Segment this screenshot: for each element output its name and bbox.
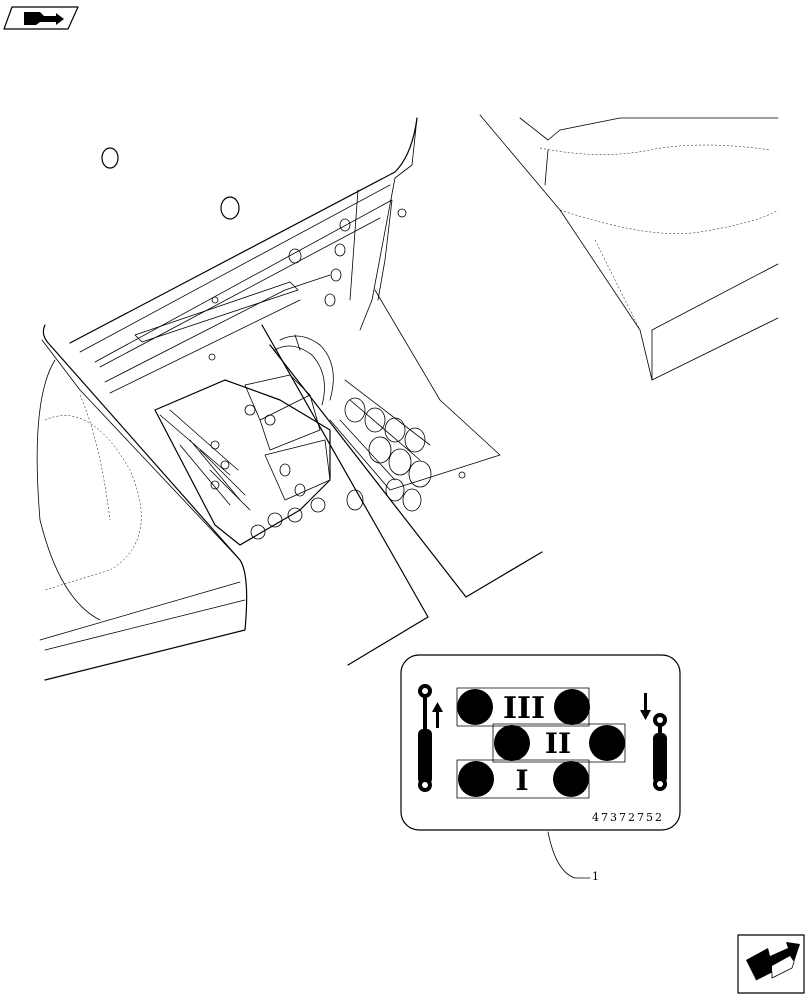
machine-illustration [36, 114, 779, 681]
cylinder-extend-icon [418, 684, 443, 792]
control-pattern-decal: III II I 47372752 [400, 654, 681, 831]
callout-leader [547, 831, 591, 879]
decal-numeral: II [545, 727, 571, 760]
decal-part-number: 47372752 [592, 811, 664, 824]
leader-line-left [261, 324, 429, 666]
book-arrow-icon[interactable] [3, 6, 79, 30]
cylinder-retract-icon [640, 693, 667, 791]
callout-number: 1 [592, 870, 599, 883]
next-page-arrow-icon[interactable] [737, 934, 805, 994]
decal-section-i: I [456, 759, 590, 799]
decal-numeral: III [503, 691, 545, 726]
leader-line-right [269, 344, 543, 598]
decal-numeral: I [515, 764, 528, 797]
decal-section-iii: III [456, 687, 590, 727]
decal-section-ii: II [492, 723, 626, 763]
